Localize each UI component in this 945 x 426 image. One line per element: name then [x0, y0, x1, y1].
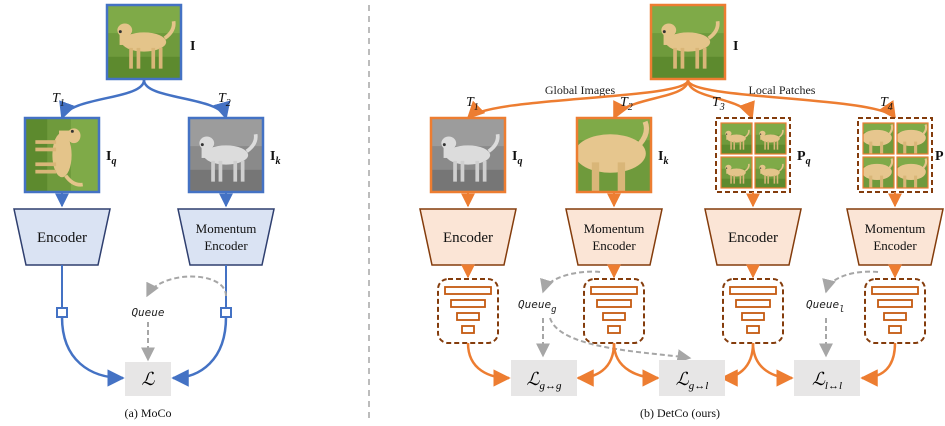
detco-head-local-query: [722, 278, 784, 344]
detco-momentum-local-label-1: Momentum: [865, 221, 926, 236]
detco-t3-label: T3: [712, 95, 725, 113]
moco-query-feature: [56, 307, 68, 318]
moco-key-label: Ik: [270, 149, 280, 167]
moco-query-label: Iq: [106, 149, 116, 167]
global-images-label: Global Images: [545, 83, 616, 97]
moco-t1-label: T1: [52, 91, 65, 109]
detco-t4-label: T4: [880, 95, 893, 113]
queue-g-label: Queueg: [518, 298, 557, 315]
detco-encoder-local-label: Encoder: [728, 230, 778, 246]
loss-ll-label: ℒl↔l: [812, 369, 842, 392]
detco-caption: (b) DetCo (ours): [640, 406, 720, 420]
moco-encoder: [13, 208, 111, 266]
detco-patch-query-label: Pq: [797, 149, 811, 167]
detco-head-local-key: [864, 278, 926, 344]
loss-ll-box: [794, 360, 860, 396]
detco-encoder-global: [419, 208, 517, 266]
detco-input-image: [649, 3, 727, 81]
loss-gg-box: [511, 360, 577, 396]
moco-t2-label: T2: [218, 91, 231, 109]
detco-encoder-global-label: Encoder: [443, 230, 493, 246]
detco-momentum-global-label-2: Encoder: [592, 238, 636, 253]
loss-gg-label: ℒg↔g: [527, 369, 562, 392]
detco-key-patches: [857, 117, 933, 193]
moco-input-image: [105, 3, 183, 81]
detco-head-global-key: [583, 278, 645, 344]
moco-t1-arrow: [59, 79, 146, 120]
loss-gl-box: [659, 360, 725, 396]
detco-encoder-local: [704, 208, 802, 266]
moco-t2-arrow: [142, 79, 231, 120]
detco-momentum-global-label-1: Momentum: [584, 221, 645, 236]
detco-patch-key-label: P: [935, 149, 944, 164]
moco-panel: I T1 T2 Iq Ik Encoder Momentum Encoder: [13, 3, 280, 420]
local-patches-label: Local Patches: [749, 83, 816, 97]
moco-queue-label: Queue: [131, 306, 164, 319]
moco-loss-box: [125, 362, 171, 396]
moco-momentum-encoder: [177, 208, 275, 266]
detco-momentum-encoder-local: [846, 208, 944, 266]
moco-key-feature: [220, 307, 232, 318]
moco-loss-label: ℒ: [142, 369, 156, 389]
detco-panel: I Global Images Local Patches T1 T2 T3 T…: [419, 3, 944, 420]
queue-l-label: Queuel: [806, 298, 845, 315]
moco-momentum-label-2: Encoder: [204, 238, 248, 253]
detco-momentum-local-label-2: Encoder: [873, 238, 917, 253]
loss-gl-label: ℒg↔l: [676, 369, 709, 392]
detco-query-patches: [715, 117, 791, 193]
moco-query-view: [23, 116, 101, 194]
detco-momentum-encoder-global: [565, 208, 663, 266]
detco-head-global-query: [437, 278, 499, 344]
detco-t2-label: T2: [620, 95, 633, 113]
moco-caption: (a) MoCo: [125, 406, 172, 420]
detco-query-label: Iq: [512, 149, 522, 167]
moco-momentum-label-1: Momentum: [196, 221, 257, 236]
moco-encoder-label: Encoder: [37, 230, 87, 246]
detco-key-view: [575, 116, 653, 194]
moco-key-view: [187, 116, 265, 194]
detco-t1-label: T1: [466, 95, 479, 113]
detco-key-label: Ik: [658, 149, 668, 167]
detco-query-view: [429, 116, 507, 194]
moco-input-label: I: [190, 39, 195, 54]
detco-input-label: I: [733, 39, 738, 54]
